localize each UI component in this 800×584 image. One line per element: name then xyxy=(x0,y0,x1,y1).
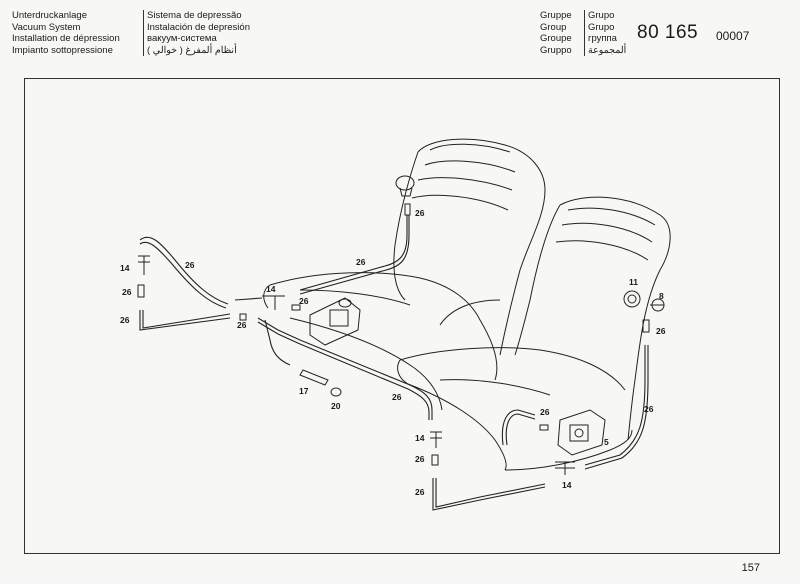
left-seat-drawing xyxy=(263,138,546,411)
callout-26: 26 xyxy=(237,320,247,330)
callout-5: 5 xyxy=(604,437,609,447)
title-ru: вакуум-система xyxy=(147,33,217,44)
callout-26: 26 xyxy=(185,260,195,270)
page-number: 157 xyxy=(741,562,760,574)
title-it: Impianto sottopressione xyxy=(12,44,113,56)
right-seat-drawing xyxy=(397,196,671,471)
group-label-fr: Groupe xyxy=(540,33,572,44)
callout-14: 14 xyxy=(415,433,425,443)
callout-11: 11 xyxy=(629,277,638,287)
group-labels-left: Gruppe Group Groupe Gruppo xyxy=(540,10,572,56)
callout-14: 14 xyxy=(562,480,572,490)
callouts: 26 14 26 26 26 14 26 26 17 20 26 11 8 26… xyxy=(120,208,666,497)
title-fr: Installation de dépression xyxy=(12,33,120,44)
title-pt: Sistema de depressão xyxy=(147,10,242,21)
group-label-en: Group xyxy=(540,21,567,33)
callout-26: 26 xyxy=(644,404,654,414)
callout-26: 26 xyxy=(120,315,130,325)
group-label-ru: группа xyxy=(588,33,617,44)
callout-14: 14 xyxy=(266,284,276,294)
group-number: 80 165 xyxy=(637,22,699,43)
callout-26: 26 xyxy=(415,208,425,218)
group-label-it: Gruppo xyxy=(540,44,572,56)
title-de: Unterdruckanlage xyxy=(12,10,87,21)
callout-8: 8 xyxy=(659,291,664,301)
callout-20: 20 xyxy=(331,401,341,411)
callout-14: 14 xyxy=(120,263,130,273)
title-es: Instalación de depresión xyxy=(147,21,250,33)
title-block-right: Sistema de depressão Instalación de depr… xyxy=(143,10,250,56)
group-label-pt: Grupo xyxy=(588,10,615,21)
callout-26: 26 xyxy=(415,454,425,464)
callout-26: 26 xyxy=(540,407,550,417)
callout-26: 26 xyxy=(122,287,132,297)
callout-26: 26 xyxy=(299,296,309,306)
title-en: Vacuum System xyxy=(12,21,81,33)
vacuum-tubes xyxy=(139,215,649,511)
title-block-left: Unterdruckanlage Vacuum System Installat… xyxy=(12,10,120,56)
diagram-frame xyxy=(24,78,780,554)
callout-26: 26 xyxy=(392,392,402,402)
group-label-es: Grupo xyxy=(588,21,615,33)
group-code: 00007 xyxy=(716,29,750,43)
callout-17: 17 xyxy=(299,386,309,396)
callout-26: 26 xyxy=(356,257,366,267)
group-labels-right: Grupo Grupo группа ألمجموعة xyxy=(584,10,626,56)
group-label-de: Gruppe xyxy=(540,10,572,21)
title-ar: أنظام ألمفرغ ( خوالي ) xyxy=(147,44,237,56)
group-label-ar: ألمجموعة xyxy=(588,44,627,56)
callout-26: 26 xyxy=(656,326,666,336)
fittings xyxy=(137,203,665,475)
callout-26: 26 xyxy=(415,487,425,497)
